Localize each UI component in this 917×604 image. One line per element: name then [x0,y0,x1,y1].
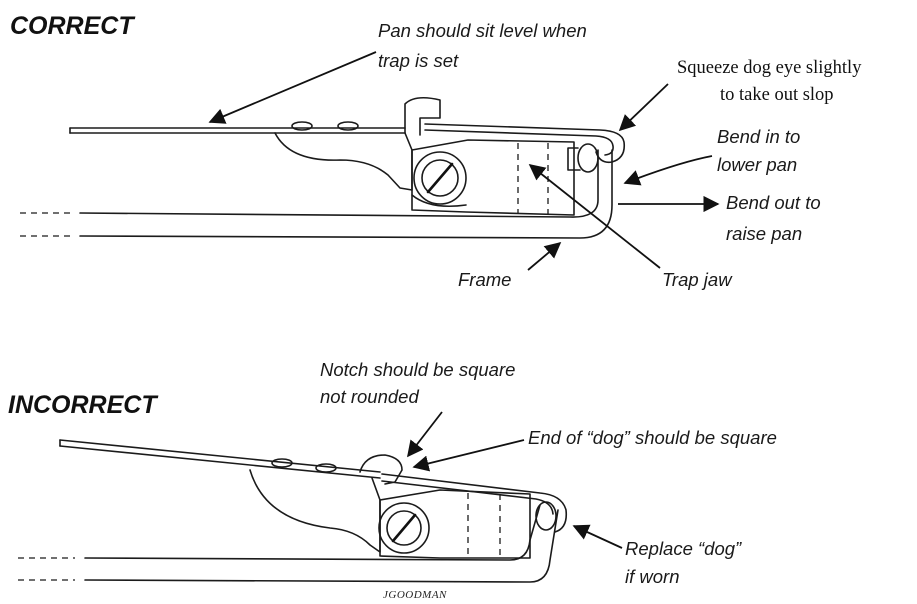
arrow-trap-jaw [528,163,661,269]
label-pan-level-line1: Pan should sit level when [378,20,587,41]
arrow-squeeze [618,83,669,132]
label-replace-line2: if worn [625,566,680,587]
correct-section: CORRECT [10,12,862,290]
label-bend-in-line1: Bend in to [717,126,800,147]
label-frame: Frame [458,269,511,290]
label-squeeze-line2: to take out slop [720,85,834,105]
incorrect-section: INCORRECT [8,359,777,601]
arrow-notch [407,411,443,458]
arrow-replace-dog [572,524,623,549]
arrow-pan-level [208,51,377,124]
label-bend-out-line1: Bend out to [726,192,821,213]
correct-title: CORRECT [10,12,136,40]
correct-pan-drawing [69,96,441,191]
incorrect-jaw-drawing [378,489,531,559]
label-replace-line1: Replace “dog” [625,538,742,559]
arrow-frame [527,241,562,271]
arrow-dog-end [412,439,525,472]
incorrect-title: INCORRECT [8,391,159,419]
label-trap-jaw: Trap jaw [662,269,733,290]
incorrect-dog-drawing [381,473,568,533]
artist-signature: JGOODMAN [383,589,447,601]
label-pan-level-line2: trap is set [378,50,459,71]
label-dog-end: End of “dog” should be square [528,427,777,448]
correct-frame-drawing [20,149,613,239]
correct-jaw-drawing [411,139,575,216]
label-notch-line1: Notch should be square [320,359,515,380]
correct-dog-drawing [424,123,626,173]
label-bend-out-line2: raise pan [726,223,802,244]
label-notch-line2: not rounded [320,386,419,407]
label-squeeze-line1: Squeeze dog eye slightly [677,58,862,78]
incorrect-pan-drawing [59,439,403,553]
arrow-bend-in [623,155,713,186]
label-bend-in-line2: lower pan [717,154,797,175]
